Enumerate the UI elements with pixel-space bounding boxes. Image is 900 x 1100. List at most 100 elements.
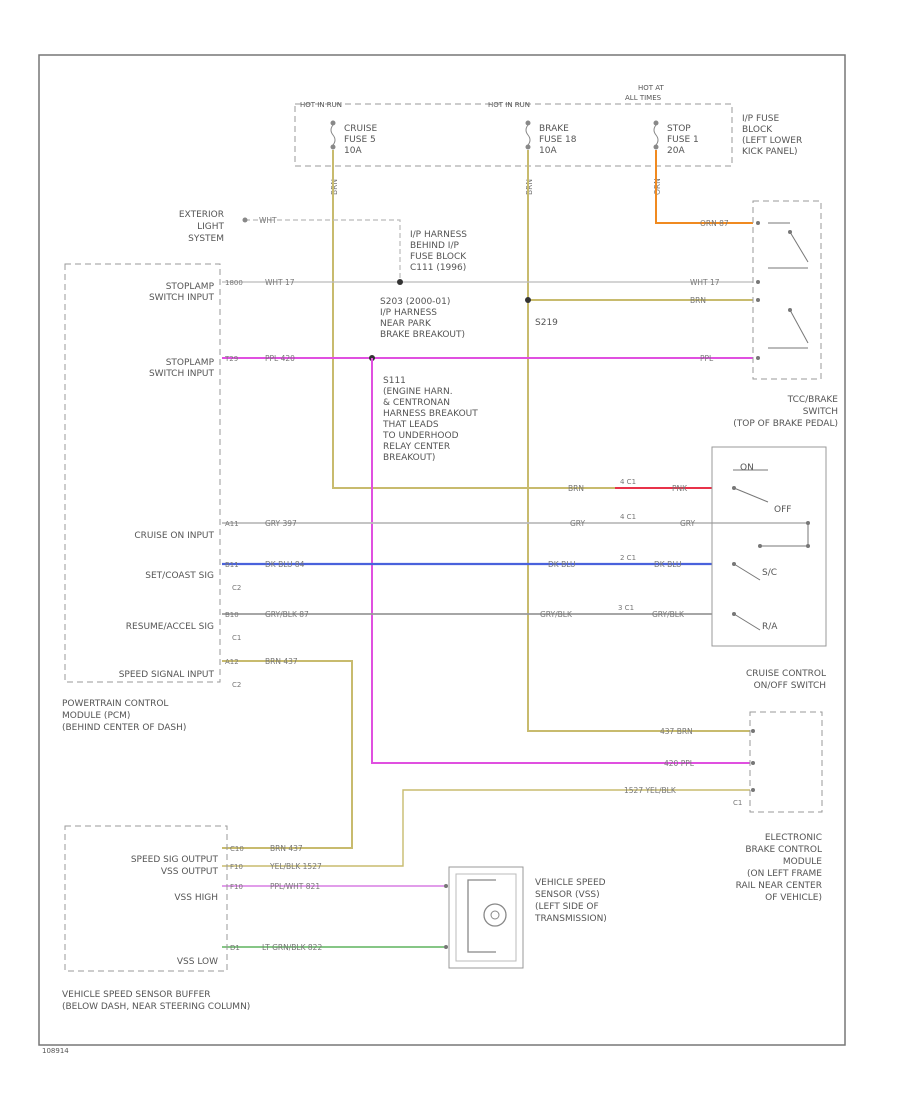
splice3-line1: S111 <box>383 376 406 386</box>
ext-light-line3: SYSTEM <box>188 234 224 244</box>
pcm-speed-input: SPEED SIGNAL INPUT <box>119 670 215 680</box>
splice-labels: I/P HARNESS BEHIND I/P FUSE BLOCK C111 (… <box>380 230 558 463</box>
cruise-switch-ra: R/A <box>762 622 778 632</box>
buffer-name-line2: (BELOW DASH, NEAR STEERING COLUMN) <box>62 1002 250 1012</box>
vss-wire-labels: C10 BRN 437 F10 YEL/BLK 1527 F10 PPL/WHT… <box>230 844 322 952</box>
diagram-code: 108914 <box>42 1047 69 1055</box>
buffer-vss-high: VSS HIGH <box>174 893 218 903</box>
cruise-in-label: BRN <box>568 484 584 493</box>
w2-label: PPL 420 <box>265 354 295 363</box>
pcm-wire-labels: 1800 WHT 17 T29 PPL 420 A11 GRY 397 B11 … <box>224 278 309 666</box>
w4-pin: B11 <box>225 561 239 569</box>
orn-wire-label: ORN 87 <box>700 219 729 228</box>
fuse1-label-2: FUSE 5 <box>344 135 376 145</box>
fuse-block-name-4: KICK PANEL) <box>742 147 798 157</box>
vss-line1: VEHICLE SPEED <box>535 878 606 888</box>
cruise-fuse <box>330 120 336 150</box>
brake-fuse-wire <box>527 150 750 732</box>
splice1-line3: FUSE BLOCK <box>410 252 467 262</box>
fuse-block: HOT IN RUN HOT IN RUN HOT AT ALL TIMES C… <box>294 84 802 167</box>
stop-fuse-wire <box>655 150 753 224</box>
splice3-line4: HARNESS BREAKOUT <box>383 409 478 419</box>
vss-line2: SENSOR (VSS) <box>535 890 600 900</box>
csw-pin1: 4 C1 <box>620 478 636 486</box>
brake-fuse <box>525 120 531 150</box>
ext-light-line1: EXTERIOR <box>179 210 224 220</box>
pcm-c1-connector: C1 <box>232 634 241 642</box>
buffer-speed-out: SPEED SIG OUTPUT <box>131 855 219 865</box>
splice2-line1: S203 (2000-01) <box>380 297 450 307</box>
pcm-name-line1: POWERTRAIN CONTROL <box>62 699 168 709</box>
w6-label: BRN 437 <box>265 657 298 666</box>
fuse2-wire-label: BRN <box>525 179 534 195</box>
cruise-wire-labels: BRN 4 C1 PNK GRY 4 C1 GRY DK BLU 2 C1 DK… <box>540 478 696 619</box>
hot-at-all-times-line1: HOT AT <box>638 84 665 92</box>
speed-signal-wire <box>222 660 353 849</box>
hot-in-run-label-1: HOT IN RUN <box>300 101 342 109</box>
right1-label: WHT 17 <box>690 278 720 287</box>
ebcm-line2: BRAKE CONTROL <box>745 845 822 855</box>
electronic-brake-control-module: C1 ELECTRONIC BRAKE CONTROL MODULE (ON L… <box>733 711 823 903</box>
pcm-c2-connector-b: C2 <box>232 681 241 689</box>
vss-p4: D1 <box>230 944 240 952</box>
splice-c111 <box>397 279 403 285</box>
splice3-line2: (ENGINE HARN. <box>383 387 453 397</box>
ppl-to-ebcm-wire <box>371 358 750 764</box>
ebcm-line4: (ON LEFT FRAME <box>747 869 822 879</box>
fuse-block-name-1: I/P FUSE <box>742 114 779 124</box>
w6-pin: A12 <box>225 658 239 666</box>
cruise-control-switch: ON OFF S/C R/A CRUISE CONTROL ON/OFF SWI… <box>711 446 827 691</box>
splice1-line1: I/P HARNESS <box>410 230 467 240</box>
fuse-block-name-3: (LEFT LOWER <box>742 136 802 146</box>
vss-w2: YEL/BLK 1527 <box>269 862 322 871</box>
stop-fuse <box>653 120 659 150</box>
ebcm-c1: C1 <box>733 799 742 807</box>
w5-pin: B10 <box>225 611 239 619</box>
buffer-vss-out: VSS OUTPUT <box>161 867 219 877</box>
ebcm-w2: 420 PPL <box>664 759 695 768</box>
fuse1-label-1: CRUISE <box>344 124 377 134</box>
w1-label: WHT 17 <box>265 278 295 287</box>
w5-label: GRY/BLK 87 <box>265 610 309 619</box>
splice2-line3: NEAR PARK <box>380 319 432 329</box>
vss-w4: LT GRN/BLK 822 <box>262 943 322 952</box>
vehicle-speed-sensor-buffer: SPEED SIG OUTPUT VSS OUTPUT VSS HIGH VSS… <box>62 825 250 1012</box>
csw-pin3: 2 C1 <box>620 554 636 562</box>
pcm-name-line3: (BEHIND CENTER OF DASH) <box>62 723 186 733</box>
cruise-fuse-wire <box>332 150 615 489</box>
buffer-vss-low: VSS LOW <box>177 957 218 967</box>
cruise-switch-label-2: ON/OFF SWITCH <box>754 681 826 691</box>
powertrain-control-module: STOPLAMP SWITCH INPUT STOPLAMP SWITCH IN… <box>62 263 241 733</box>
tcc-wire-labels: ORN 87 WHT 17 BRN PPL <box>690 219 729 363</box>
splice1-line4: C111 (1996) <box>410 263 466 273</box>
fuse1-label-3: 10A <box>344 146 362 156</box>
pcm-resume: RESUME/ACCEL SIG <box>126 622 214 632</box>
csw-w2: GRY <box>680 519 696 528</box>
csw-mid4: GRY/BLK <box>540 610 573 619</box>
splice3-line6: TO UNDERHOOD <box>382 431 459 441</box>
splice2-line4: BRAKE BREAKOUT) <box>380 330 465 340</box>
w1-pin: 1800 <box>225 279 243 287</box>
cruise-switch-off: OFF <box>774 505 791 515</box>
vehicle-speed-sensor: VEHICLE SPEED SENSOR (VSS) (LEFT SIDE OF… <box>444 866 607 969</box>
vss-p2: F10 <box>230 863 243 871</box>
pcm-stoplamp1-line2: SWITCH INPUT <box>149 293 215 303</box>
w2-pin: T29 <box>224 355 238 363</box>
splice3-line7: RELAY CENTER <box>383 442 450 452</box>
csw-w4: GRY/BLK <box>652 610 685 619</box>
tcc-label-line2: SWITCH <box>803 407 838 417</box>
ebcm-line5: RAIL NEAR CENTER <box>736 881 822 891</box>
vss-line4: TRANSMISSION) <box>534 914 607 924</box>
csw-pin2: 4 C1 <box>620 513 636 521</box>
vss-output-wire <box>222 789 750 867</box>
splice3-line3: & CENTRONAN <box>383 398 450 408</box>
ebcm-line3: MODULE <box>783 857 822 867</box>
csw-mid2: GRY <box>570 519 586 528</box>
splice4-label: S219 <box>535 318 558 328</box>
fuse1-wire-label: BRN <box>330 179 339 195</box>
exterior-light-wire <box>245 219 401 282</box>
buffer-name-line1: VEHICLE SPEED SENSOR BUFFER <box>62 990 211 1000</box>
tcc-label-line1: TCC/BRAKE <box>787 395 839 405</box>
splice3-line8: BREAKOUT) <box>383 453 435 463</box>
